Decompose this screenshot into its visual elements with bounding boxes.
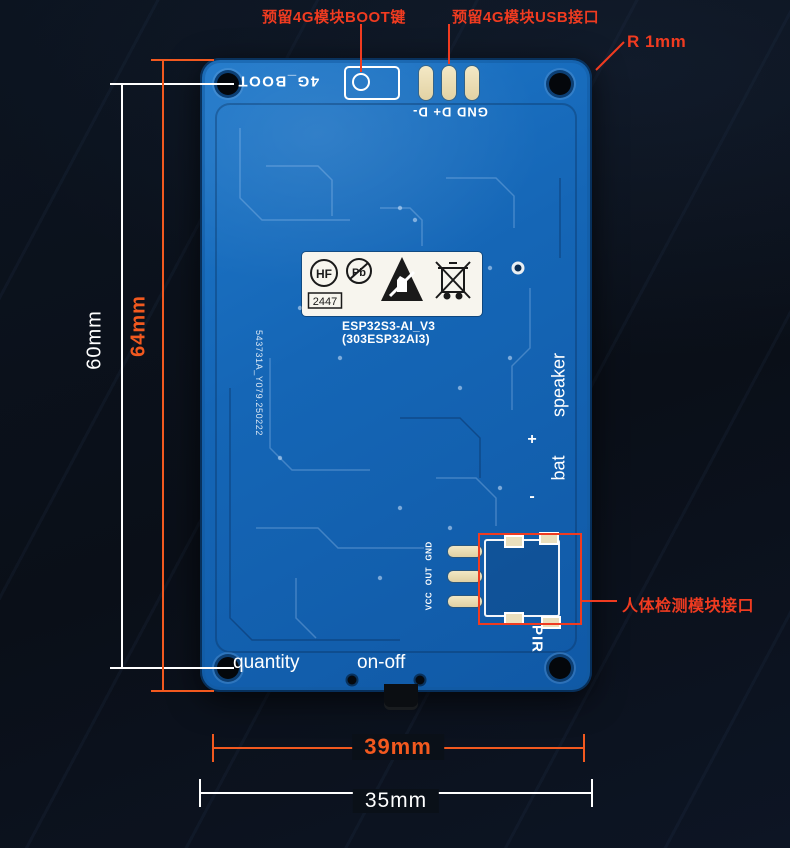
dimension-64mm: 64mm bbox=[127, 295, 150, 357]
pb-logo-text: Pb bbox=[352, 267, 366, 279]
small-hole-1 bbox=[347, 675, 357, 685]
hf-logo-text: HF bbox=[316, 267, 332, 281]
boot-button-footprint bbox=[344, 66, 400, 100]
bat-label: bat bbox=[548, 455, 569, 481]
callout-corner-radius: R 1mm bbox=[627, 32, 687, 51]
smd-pad-1 bbox=[504, 535, 524, 548]
pir-pad-gnd bbox=[448, 546, 482, 557]
usb-pad-2 bbox=[442, 66, 456, 100]
usb-pad-3 bbox=[465, 66, 479, 100]
board-model-line2: (303ESP32AI3) bbox=[342, 332, 430, 346]
pir-label: PIR bbox=[528, 624, 546, 654]
boot-silkscreen-text: 4G_BOOT bbox=[236, 72, 320, 90]
dimension-39mm: 39mm bbox=[352, 734, 444, 760]
mounting-hole-top-right bbox=[549, 73, 571, 95]
date-code-text: 2447 bbox=[313, 296, 337, 308]
certification-label: HF 2447 Pb bbox=[302, 252, 482, 316]
smd-pad-4 bbox=[541, 616, 561, 629]
usb-pins-silkscreen-text: GND D+ D- bbox=[412, 104, 488, 120]
pir-pin-label-gnd: GND bbox=[424, 541, 434, 561]
speaker-label: speaker bbox=[548, 352, 569, 418]
pcb-board: 4G_BOOT GND D+ D- HF 2447 bbox=[200, 58, 592, 692]
mounting-hole-top-left bbox=[217, 73, 239, 95]
callout-boot: 预留4G模块BOOT键 bbox=[262, 9, 406, 26]
board-model-text: ESP32S3-AI_V3 (303ESP32AI3) bbox=[342, 320, 435, 346]
onoff-label: on-off bbox=[357, 652, 406, 673]
usb-pad-1 bbox=[419, 66, 433, 100]
quantity-label: quantity bbox=[233, 652, 300, 673]
hf-logo-icon: HF bbox=[310, 259, 338, 287]
pir-pin-label-vcc: VCC bbox=[424, 591, 434, 611]
callout-pir: 人体检测模块接口 bbox=[622, 598, 755, 615]
boot-button-circle bbox=[352, 73, 370, 91]
circuit-traces bbox=[215, 103, 577, 653]
power-switch-tab bbox=[384, 684, 418, 710]
date-code-box: 2447 bbox=[307, 292, 343, 309]
test-point bbox=[511, 261, 525, 275]
serial-number-text: 543731A_Y079.250222 bbox=[254, 330, 264, 436]
pb-free-icon: Pb bbox=[346, 258, 372, 284]
dimension-35mm: 35mm bbox=[352, 789, 440, 813]
pir-pin-label-out: OUT bbox=[424, 566, 434, 586]
pir-pad-out bbox=[448, 571, 482, 582]
bat-plus-label: + bbox=[527, 431, 537, 448]
pir-pad-vcc bbox=[448, 596, 482, 607]
board-model-line1: ESP32S3-AI_V3 bbox=[342, 319, 436, 333]
weee-bin-icon bbox=[435, 261, 471, 300]
esd-warning-icon bbox=[381, 257, 423, 301]
dimension-60mm: 60mm bbox=[83, 310, 106, 370]
callout-usb: 预留4G模块USB接口 bbox=[452, 9, 600, 26]
mounting-hole-bottom-right bbox=[549, 657, 571, 679]
small-hole-2 bbox=[415, 675, 425, 685]
bat-minus-label: - bbox=[529, 488, 535, 505]
pir-highlight-box bbox=[478, 533, 582, 625]
